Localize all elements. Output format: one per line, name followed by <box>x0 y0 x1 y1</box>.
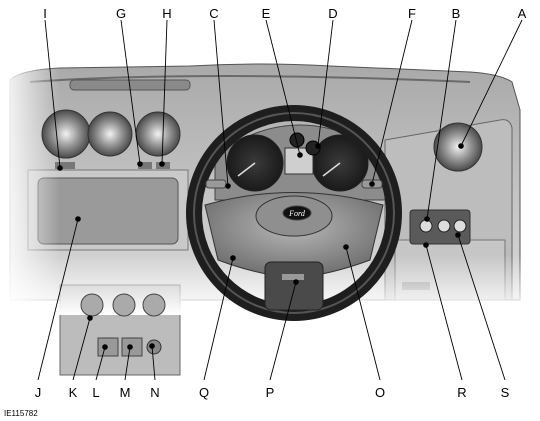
callout-dot-o <box>343 244 349 250</box>
callout-dot-n <box>149 343 155 349</box>
leader-line-j <box>37 218 79 381</box>
climate-controls <box>80 293 166 357</box>
leader-line-g <box>120 19 141 165</box>
callout-dot-r <box>423 242 429 248</box>
callout-label-j: J <box>35 385 42 400</box>
leader-line-s <box>457 234 506 381</box>
leader-line-h <box>161 19 168 165</box>
callout-label-l: L <box>92 385 99 400</box>
callout-label-k: K <box>69 385 78 400</box>
leader-line-k <box>72 317 91 381</box>
callout-dot-k <box>87 315 93 321</box>
callout-dot-m <box>127 344 133 350</box>
instrument-cluster <box>214 124 386 201</box>
leader-line-i <box>44 19 61 169</box>
leader-lines <box>37 19 523 381</box>
callout-dot-l <box>102 344 108 350</box>
callout-dot-h <box>159 161 165 167</box>
callout-label-n: N <box>150 385 159 400</box>
callout-label-b: B <box>452 6 461 21</box>
callout-label-o: O <box>375 385 385 400</box>
callout-dot-p <box>293 279 299 285</box>
image-code: IE115782 <box>4 409 38 418</box>
leader-line-d <box>317 19 334 147</box>
leader-line-b <box>426 19 457 220</box>
callout-label-r: R <box>457 385 466 400</box>
leader-line-l <box>95 346 106 381</box>
callout-dot-i <box>57 165 63 171</box>
steering-wheel <box>186 105 402 321</box>
callout-label-g: G <box>116 6 126 21</box>
callout-label-c: C <box>209 6 218 21</box>
callout-label-h: H <box>162 6 171 21</box>
callout-dot-g <box>137 161 143 167</box>
callout-label-s: S <box>501 385 510 400</box>
callout-label-e: E <box>262 6 271 21</box>
callout-label-i: I <box>43 6 47 21</box>
leader-line-o <box>345 246 381 381</box>
callout-dot-b <box>424 216 430 222</box>
callout-dot-s <box>455 232 461 238</box>
callout-label-p: P <box>266 385 275 400</box>
leader-line-r <box>425 244 463 381</box>
air-vents <box>41 109 483 172</box>
callout-dot-a <box>458 143 464 149</box>
leader-line-m <box>124 346 131 381</box>
callout-label-d: D <box>328 6 337 21</box>
leader-line-e <box>265 19 301 156</box>
callout-label-q: Q <box>199 385 209 400</box>
leader-line-f <box>371 19 413 185</box>
leader-line-a <box>460 19 523 147</box>
leader-line-n <box>151 345 156 381</box>
callout-label-f: F <box>408 6 416 21</box>
callout-label-m: M <box>120 385 131 400</box>
callout-dot-d <box>315 143 321 149</box>
callout-dot-q <box>230 255 236 261</box>
leader-line-p <box>269 281 297 381</box>
leader-line-q <box>203 257 234 381</box>
ford-logo: Ford <box>288 209 306 218</box>
leader-line-c <box>213 19 229 187</box>
callout-dot-c <box>225 183 231 189</box>
callout-dot-e <box>297 152 303 158</box>
callout-label-a: A <box>518 6 527 21</box>
callout-dot-j <box>75 216 81 222</box>
callout-dot-f <box>369 181 375 187</box>
